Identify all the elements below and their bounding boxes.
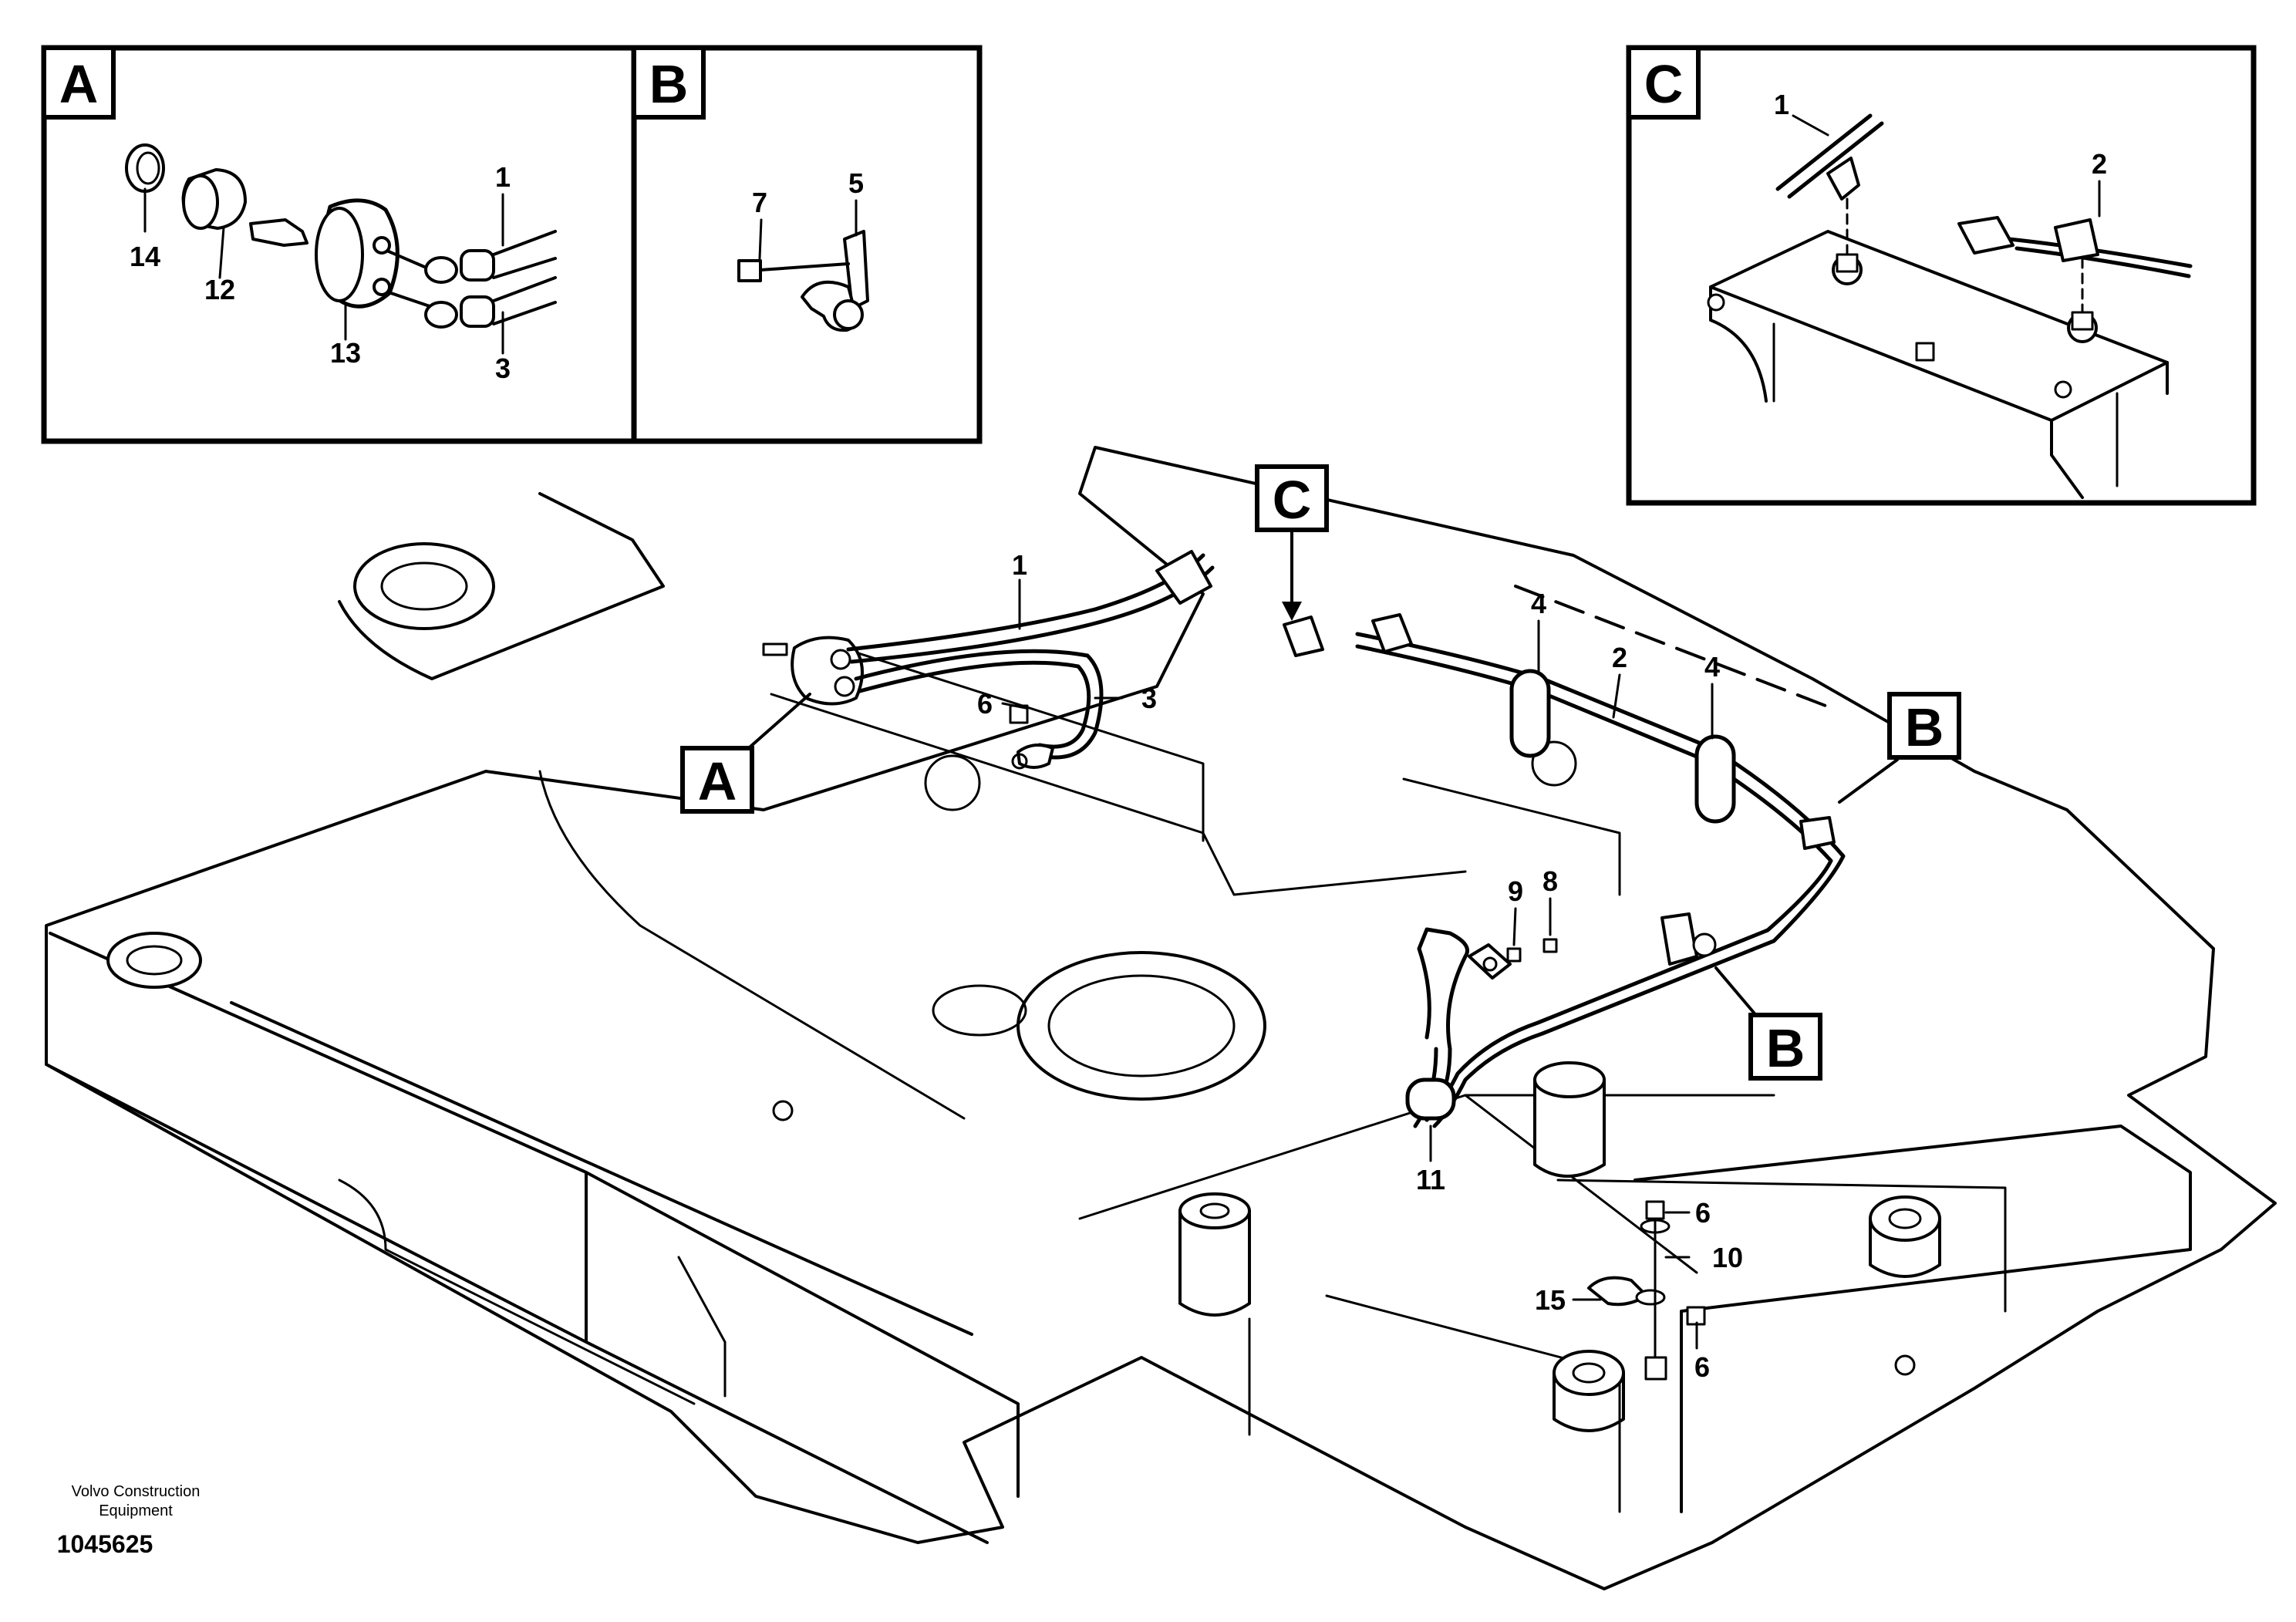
detail-c-label-1: 1: [1774, 89, 1789, 120]
main-label-6b: 6: [1695, 1197, 1711, 1229]
callout-b-lower-letter: B: [1766, 1018, 1805, 1078]
main-label-1: 1: [1012, 549, 1027, 581]
main-label-2: 2: [1612, 642, 1627, 673]
rollers: [1178, 1061, 1941, 1432]
detail-b-letter: B: [649, 54, 689, 114]
detail-box-c: C 1 2: [1626, 45, 2257, 506]
roller: [1869, 1195, 1941, 1278]
detail-a-label-12: 12: [204, 274, 235, 305]
ground-hardware: [1009, 704, 1706, 1381]
battery-cable-1: [1775, 113, 1884, 256]
main-leaders: [1001, 578, 1714, 1350]
main-label-3: 3: [1141, 683, 1157, 714]
roller: [1533, 1061, 1606, 1178]
hidden-line: [1514, 585, 1837, 711]
detail-a-label-13: 13: [330, 337, 361, 369]
main-label-10: 10: [1712, 1242, 1743, 1273]
detail-c-letter: C: [1644, 54, 1684, 114]
callout-c[interactable]: C: [1255, 464, 1329, 621]
key-switch-assembly: [125, 143, 557, 329]
detail-a-label-1: 1: [495, 161, 511, 193]
main-label-15: 15: [1535, 1284, 1566, 1316]
detail-c-label-2: 2: [2092, 148, 2107, 180]
battery-cable-2: [1957, 216, 2193, 314]
company-name-line1: Volvo Construction: [72, 1483, 201, 1500]
main-label-4b: 4: [1704, 651, 1720, 683]
grommets: [1405, 669, 1736, 1121]
callout-a-letter: A: [698, 751, 737, 811]
main-label-8: 8: [1542, 865, 1558, 897]
key-switch-installed: [762, 636, 864, 706]
callout-a[interactable]: A: [680, 693, 811, 814]
detail-a-label-3: 3: [495, 352, 511, 384]
detail-b-label-7: 7: [752, 187, 767, 218]
cable-clamps: [1660, 816, 1836, 966]
callout-b-lower[interactable]: B: [1714, 966, 1822, 1081]
detail-box-a: A 1 3 12 13 14: [41, 45, 637, 444]
main-label-6a: 6: [977, 688, 993, 720]
detail-box-b: B 7 5: [631, 45, 983, 444]
screw-7: [737, 259, 850, 282]
detail-b-label-5: 5: [848, 167, 864, 199]
roller: [1178, 1192, 1251, 1317]
company-name-line2: Equipment: [99, 1502, 173, 1519]
bracket-clamp: [801, 230, 869, 332]
detail-a-label-14: 14: [130, 241, 160, 272]
battery-cable-1-main: [846, 550, 1215, 664]
detail-a-leaders: [143, 187, 504, 355]
callout-c-letter: C: [1273, 470, 1312, 530]
callout-b-upper-letter: B: [1905, 697, 1944, 757]
main-label-9: 9: [1508, 875, 1523, 907]
callout-b-upper[interactable]: B: [1838, 692, 1961, 804]
battery-top: [1707, 230, 2169, 499]
battery-cable-3-main: [854, 649, 1104, 770]
detail-a-letter: A: [59, 54, 99, 114]
drawing-number: 1045625: [57, 1530, 153, 1558]
main-label-6c: 6: [1694, 1351, 1710, 1383]
upper-frame: [45, 446, 2277, 1590]
main-label-11: 11: [1416, 1164, 1445, 1195]
roller: [1553, 1350, 1625, 1432]
main-label-4a: 4: [1531, 588, 1546, 619]
